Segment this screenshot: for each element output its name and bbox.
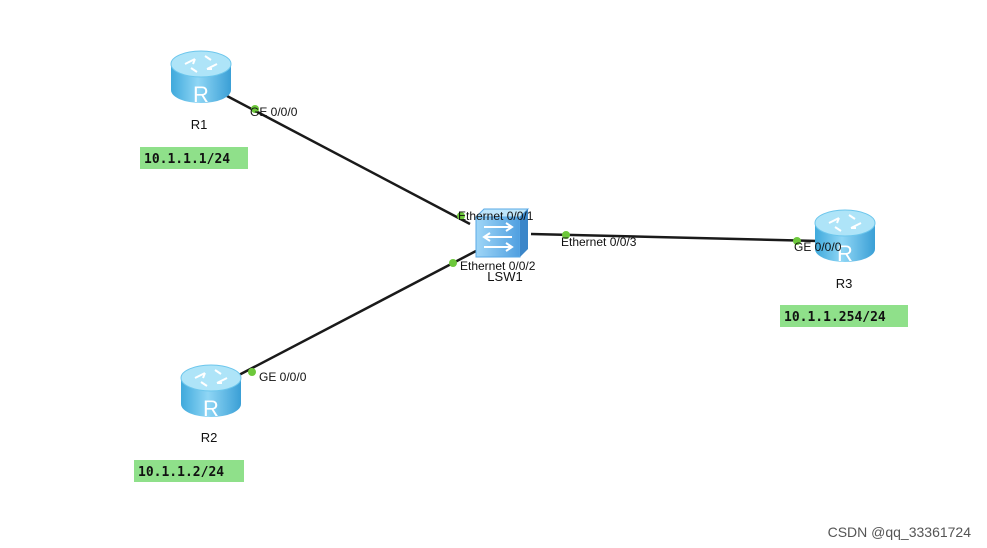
svg-text:R: R <box>203 396 219 421</box>
device-label-r3: R3 <box>836 276 853 291</box>
router-icon: R <box>180 364 242 421</box>
ip-text-r2: 10.1.1.2/24 <box>138 465 224 480</box>
port-label-r2-ge: GE 0/0/0 <box>259 370 307 384</box>
port-label-r1-ge: GE 0/0/0 <box>250 105 298 119</box>
port-label-lsw1-e2: Ethernet 0/0/2 <box>460 259 536 273</box>
ip-text-r1: 10.1.1.1/24 <box>144 152 230 167</box>
port-dot-r2-ge <box>248 368 256 376</box>
link-r2-lsw1[interactable] <box>236 249 477 378</box>
port-label-lsw1-e3: Ethernet 0/0/3 <box>561 235 637 249</box>
device-label-r2: R2 <box>201 430 218 445</box>
port-dot-r1-ge <box>251 105 259 113</box>
port-dot-lsw1-e1 <box>457 212 465 220</box>
ip-text-r3: 10.1.1.254/24 <box>784 310 886 325</box>
svg-text:R: R <box>837 241 853 266</box>
switch-lsw1[interactable] <box>474 208 530 258</box>
port-label-r3-ge: GE 0/0/0 <box>794 240 842 254</box>
router-r3[interactable]: R <box>814 209 876 266</box>
device-label-r1: R1 <box>191 117 208 132</box>
ip-label-r1: 10.1.1.1/24 <box>140 147 248 169</box>
ip-label-r3: 10.1.1.254/24 <box>780 305 908 327</box>
link-lsw1-r3[interactable] <box>530 232 819 243</box>
ip-label-r2: 10.1.1.2/24 <box>134 460 244 482</box>
port-dot-lsw1-e2 <box>449 259 457 267</box>
router-icon: R <box>170 50 232 107</box>
router-r1[interactable]: R <box>170 50 232 107</box>
svg-text:R: R <box>193 82 209 107</box>
port-dot-lsw1-e3 <box>562 231 570 239</box>
port-dot-r3-ge <box>793 237 801 245</box>
device-label-lsw1: LSW1 <box>487 269 522 284</box>
router-icon: R <box>814 209 876 266</box>
router-r2[interactable]: R <box>180 364 242 421</box>
switch-icon <box>474 208 530 258</box>
link-r1-lsw1[interactable] <box>226 94 471 226</box>
watermark-text: CSDN @qq_33361724 <box>827 524 971 540</box>
port-label-lsw1-e1: Ethernet 0/0/1 <box>458 209 534 223</box>
